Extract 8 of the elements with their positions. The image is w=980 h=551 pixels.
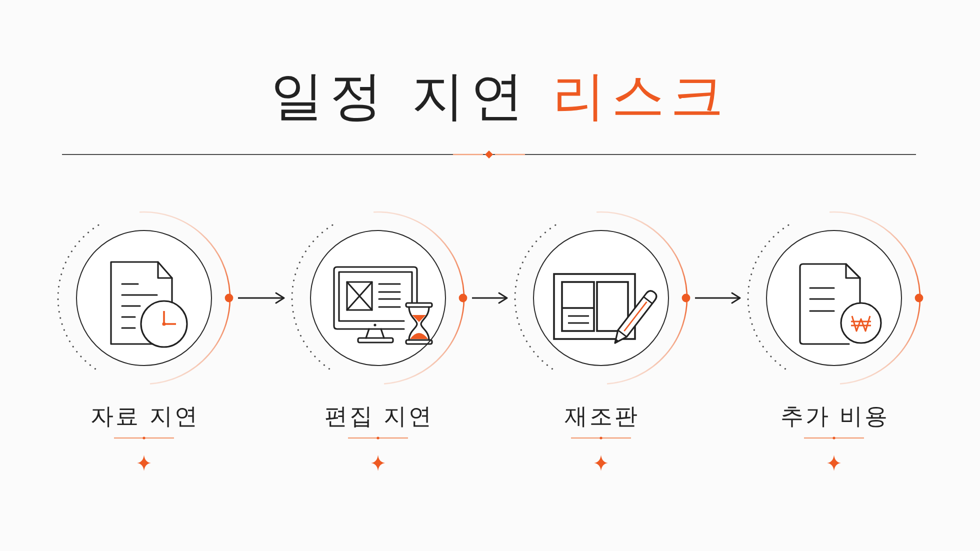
step-label: 추가 비용 — [779, 403, 890, 431]
arrow — [695, 292, 741, 304]
arrow — [238, 292, 285, 304]
step-label: 편집 지연 — [323, 403, 434, 431]
title: 일정 지연 리스크 — [270, 65, 730, 129]
step-label: 자료 지연 — [89, 403, 200, 431]
step-label: 재조판 — [564, 403, 640, 431]
arrow — [472, 292, 508, 304]
